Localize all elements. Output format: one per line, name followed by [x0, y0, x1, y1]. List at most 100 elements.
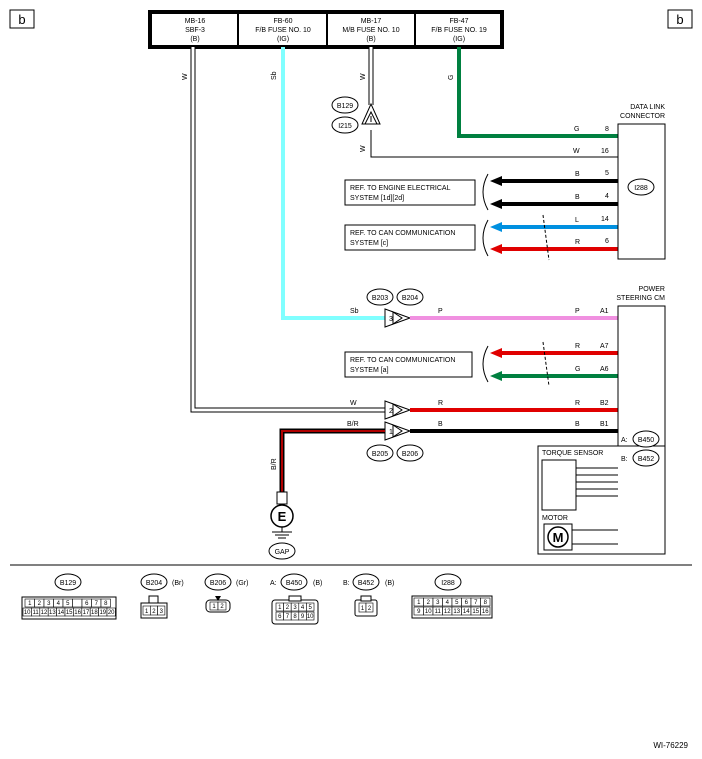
pin-number: 3	[160, 609, 164, 615]
svg-text:R: R	[575, 343, 580, 350]
pin-number: 6	[465, 600, 469, 606]
svg-text:SYSTEM [a]: SYSTEM [a]	[350, 367, 389, 374]
svg-text:B450: B450	[286, 580, 302, 587]
wire-w-mb17: W W W	[360, 47, 618, 158]
fuse-fb60: FB-60 F/B FUSE NO. 10 (IG)	[255, 18, 311, 43]
svg-text:B:: B:	[621, 456, 628, 463]
pin-number: 11	[435, 609, 442, 615]
svg-text:E: E	[278, 509, 287, 524]
svg-text:W: W	[360, 73, 367, 80]
svg-text:I288: I288	[441, 580, 455, 587]
torque-sensor: TORQUE SENSOR	[541, 450, 618, 511]
corner-label-left: b	[9, 9, 35, 29]
svg-text:Sb: Sb	[350, 308, 359, 315]
svg-text:STEERING CM: STEERING CM	[616, 295, 665, 302]
pin-number: 17	[83, 610, 90, 616]
pin-number: 3	[47, 601, 51, 607]
pin-cell	[217, 601, 227, 611]
svg-text:14: 14	[601, 216, 609, 223]
data-link-connector: DATA LINK CONNECTOR I288	[617, 104, 666, 260]
pin-number: 14	[463, 609, 470, 615]
svg-text:A:: A:	[270, 580, 277, 587]
pin-number: 1	[212, 604, 216, 610]
svg-text:4: 4	[605, 193, 609, 200]
pin-number: 11	[32, 610, 39, 616]
pin-number: 1	[145, 609, 149, 615]
pin-number: 3	[436, 600, 440, 606]
svg-text:B450: B450	[638, 437, 654, 444]
svg-text:POWER: POWER	[639, 286, 665, 293]
pin-number: 18	[91, 610, 98, 616]
svg-text:(Br): (Br)	[172, 580, 184, 587]
svg-text:M: M	[553, 530, 564, 545]
svg-text:W: W	[182, 73, 189, 80]
dlc-pin-numbers: 8 16 5 4 14 6	[601, 126, 609, 245]
svg-text:3: 3	[389, 316, 393, 323]
svg-text:MB-16: MB-16	[185, 18, 206, 25]
svg-text:P: P	[575, 308, 580, 315]
pin-cell	[480, 597, 491, 607]
connector-b205-b206: 2 1 B205 B206 W B/R	[347, 400, 424, 462]
svg-text:1: 1	[389, 429, 393, 436]
pin-number: 20	[108, 610, 115, 616]
pin-number: 13	[49, 610, 56, 616]
connector-b203-b204: B203 B204 3	[366, 288, 424, 328]
diagram-id: WI-76229	[653, 741, 688, 750]
svg-text:R: R	[575, 239, 580, 246]
fuse-fb47: FB-47 F/B FUSE NO. 19 (IG)	[431, 18, 487, 43]
pin-number: 8	[104, 601, 108, 607]
svg-text:FB-47: FB-47	[449, 18, 468, 25]
svg-text:(B): (B)	[190, 36, 199, 43]
svg-text:2: 2	[389, 408, 393, 415]
ref-can-a: R G A7 A6 REF. TO CAN COMMUNICATION SYST…	[344, 341, 618, 387]
pin-number: 7	[286, 614, 290, 620]
pin-number: 3	[293, 605, 297, 611]
pin-number: 2	[286, 605, 290, 611]
pin-number: 16	[482, 609, 489, 615]
pin-number: 19	[99, 610, 106, 616]
svg-text:6: 6	[605, 238, 609, 245]
pin-number: 14	[57, 610, 64, 616]
pin-number: 2	[427, 600, 431, 606]
svg-text:B: B	[575, 171, 580, 178]
svg-text:B2: B2	[600, 400, 609, 407]
fuse-mb16: MB-16 SBF-3 (B)	[185, 18, 206, 43]
pin-number: 15	[66, 610, 73, 616]
svg-text:B: B	[438, 421, 443, 428]
svg-text:GAP: GAP	[275, 549, 290, 556]
svg-text:G: G	[575, 366, 580, 373]
pin-number: 7	[95, 601, 99, 607]
svg-text:b: b	[18, 12, 25, 27]
svg-text:W: W	[350, 400, 357, 407]
svg-text:B205: B205	[372, 451, 388, 458]
svg-text:CONNECTOR: CONNECTOR	[620, 113, 665, 120]
pin-number: 8	[293, 614, 297, 620]
svg-text:B452: B452	[638, 456, 654, 463]
pin-number: 5	[455, 600, 459, 606]
svg-text:(B): (B)	[385, 580, 394, 587]
power-steering-cm: POWER STEERING CM A: B450 B: B452	[537, 286, 666, 555]
wire-b-b1: B B B1	[410, 421, 618, 433]
svg-text:B206: B206	[402, 451, 418, 458]
wire-w-mb16: W	[182, 47, 385, 413]
svg-text:W: W	[360, 145, 367, 152]
pin-number: 2	[152, 609, 156, 615]
svg-text:REF. TO CAN COMMUNICATION: REF. TO CAN COMMUNICATION	[350, 357, 455, 364]
svg-text:MB-17: MB-17	[361, 18, 382, 25]
svg-text:(IG): (IG)	[453, 36, 465, 43]
svg-text:16: 16	[601, 148, 609, 155]
pin-number: 2	[220, 604, 224, 610]
pin-number: 6	[85, 601, 89, 607]
svg-text:DATA LINK: DATA LINK	[630, 104, 665, 111]
svg-text:8: 8	[605, 126, 609, 133]
wire-sb-fb60: Sb Sb	[271, 47, 385, 320]
svg-text:L: L	[575, 217, 579, 224]
svg-text:REF. TO ENGINE ELECTRICAL: REF. TO ENGINE ELECTRICAL	[350, 185, 451, 192]
pin-number: 9	[301, 614, 305, 620]
ref-engine-electrical: B B REF. TO ENGINE ELECTRICAL SYSTEM [1d…	[344, 171, 618, 211]
ground-gap: E GAP	[268, 491, 296, 560]
wire-r-b2: R R B2	[410, 400, 618, 412]
